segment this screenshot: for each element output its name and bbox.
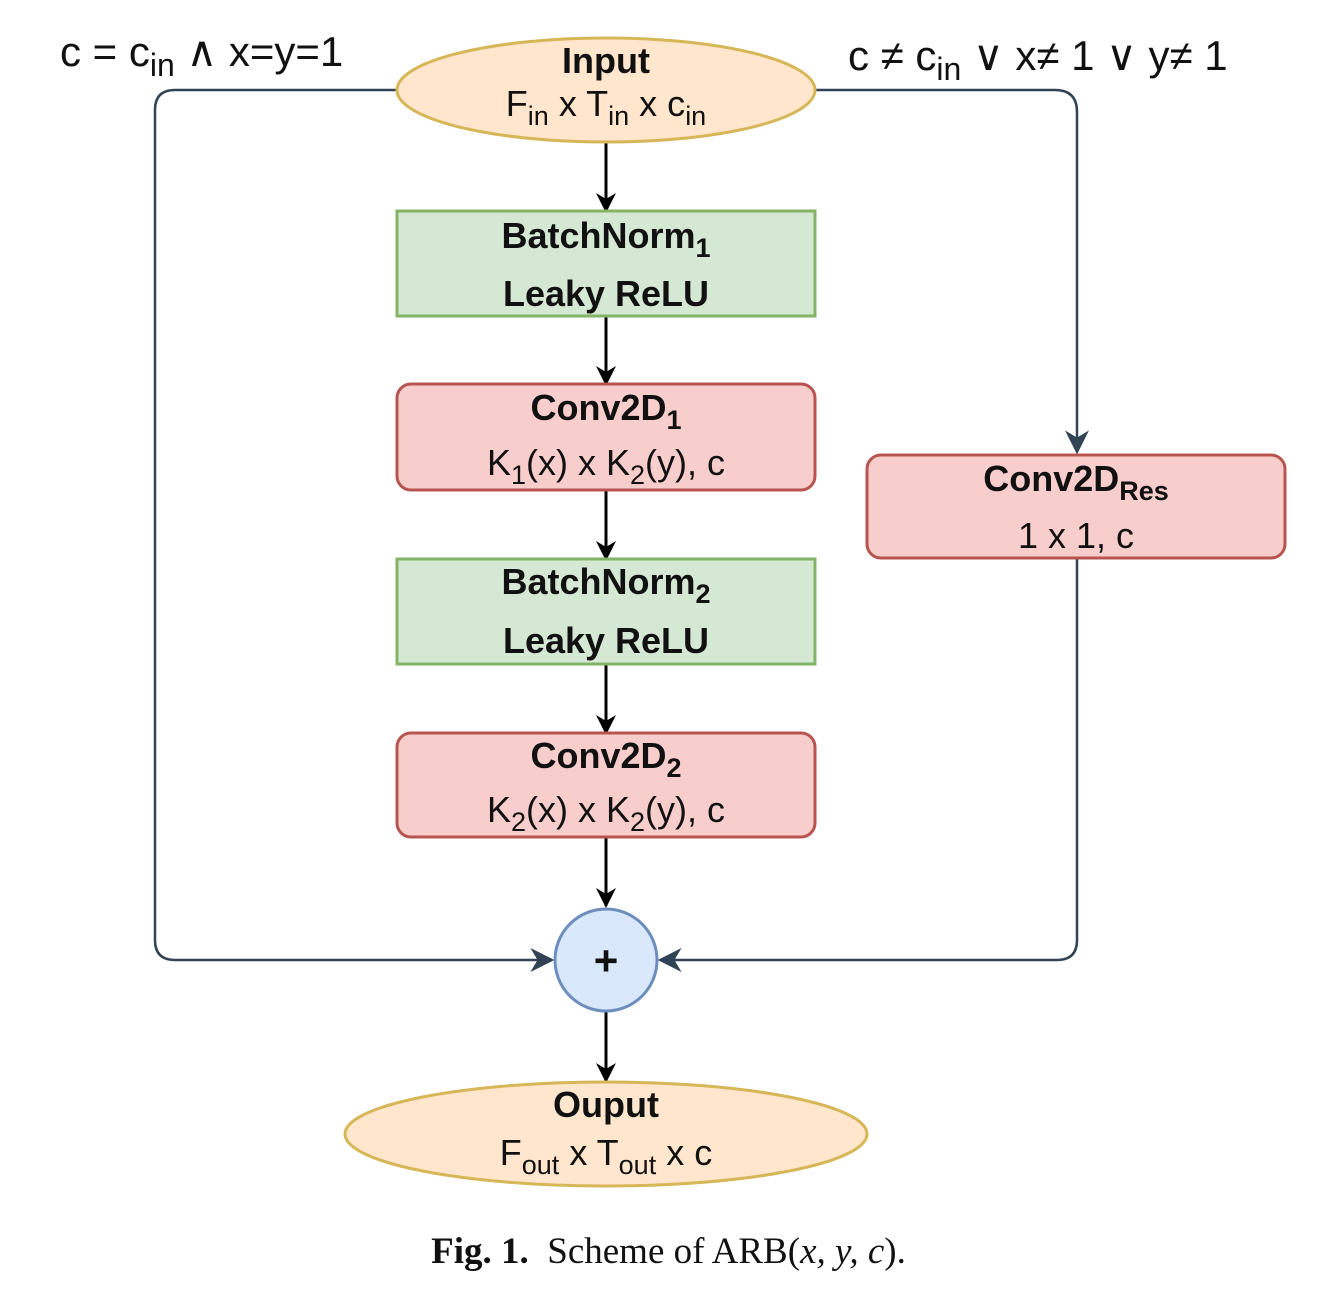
input-node: Input Fin x Tin x cin [395, 36, 817, 144]
conv-res-params: 1 x 1, c [1018, 515, 1134, 556]
conv1-params: K1(x) x K2(y), c [487, 442, 725, 490]
batchnorm2-activation: Leaky ReLU [503, 620, 709, 661]
caption-text: Scheme of ARB( [547, 1231, 801, 1272]
conv2-node: Conv2D2 K2(x) x K2(y), c [395, 731, 817, 839]
batchnorm1-node: BatchNorm1 Leaky ReLU [395, 209, 817, 318]
caption-close: ). [884, 1231, 906, 1272]
input-dims: Fin x Tin x cin [506, 83, 706, 131]
batchnorm2-title: BatchNorm2 [501, 561, 710, 609]
projection-skip-edge-bottom [657, 558, 1079, 972]
figure-caption: Fig. 1. Scheme of ARB(x, y, c). [0, 1230, 1337, 1273]
output-dims: Fout x Tout x c [500, 1132, 712, 1180]
caption-args: x, y, c [800, 1231, 885, 1272]
batchnorm1-activation: Leaky ReLU [503, 273, 709, 314]
conv1-node: Conv2D1 K1(x) x K2(y), c [395, 382, 817, 492]
conv2-params: K2(x) x K2(y), c [487, 789, 725, 837]
conv-res-node: Conv2DRes 1 x 1, c [865, 453, 1287, 560]
output-node: Ouput Fout x Tout x c [343, 1080, 869, 1188]
conv1-title: Conv2D1 [530, 387, 681, 435]
arb-diagram: c = cin ∧ x=y=1 c ≠ cin ∨ x≠ 1 ∨ y≠ 1 In… [60, 28, 1287, 1188]
input-title: Input [562, 40, 650, 81]
projection-skip-edge-top [815, 88, 1089, 455]
sum-symbol: + [594, 937, 619, 984]
identity-skip-edge [153, 88, 555, 972]
conv2-title: Conv2D2 [530, 735, 681, 783]
identity-condition-label: c = cin ∧ x=y=1 [60, 28, 343, 83]
projection-condition-label: c ≠ cin ∨ x≠ 1 ∨ y≠ 1 [848, 32, 1228, 87]
output-title: Ouput [553, 1084, 659, 1125]
batchnorm2-node: BatchNorm2 Leaky ReLU [395, 557, 817, 666]
conv-res-title: Conv2DRes [983, 458, 1169, 506]
caption-label: Fig. 1. [431, 1231, 529, 1272]
batchnorm1-title: BatchNorm1 [501, 215, 710, 263]
sum-node: + [553, 907, 659, 1013]
